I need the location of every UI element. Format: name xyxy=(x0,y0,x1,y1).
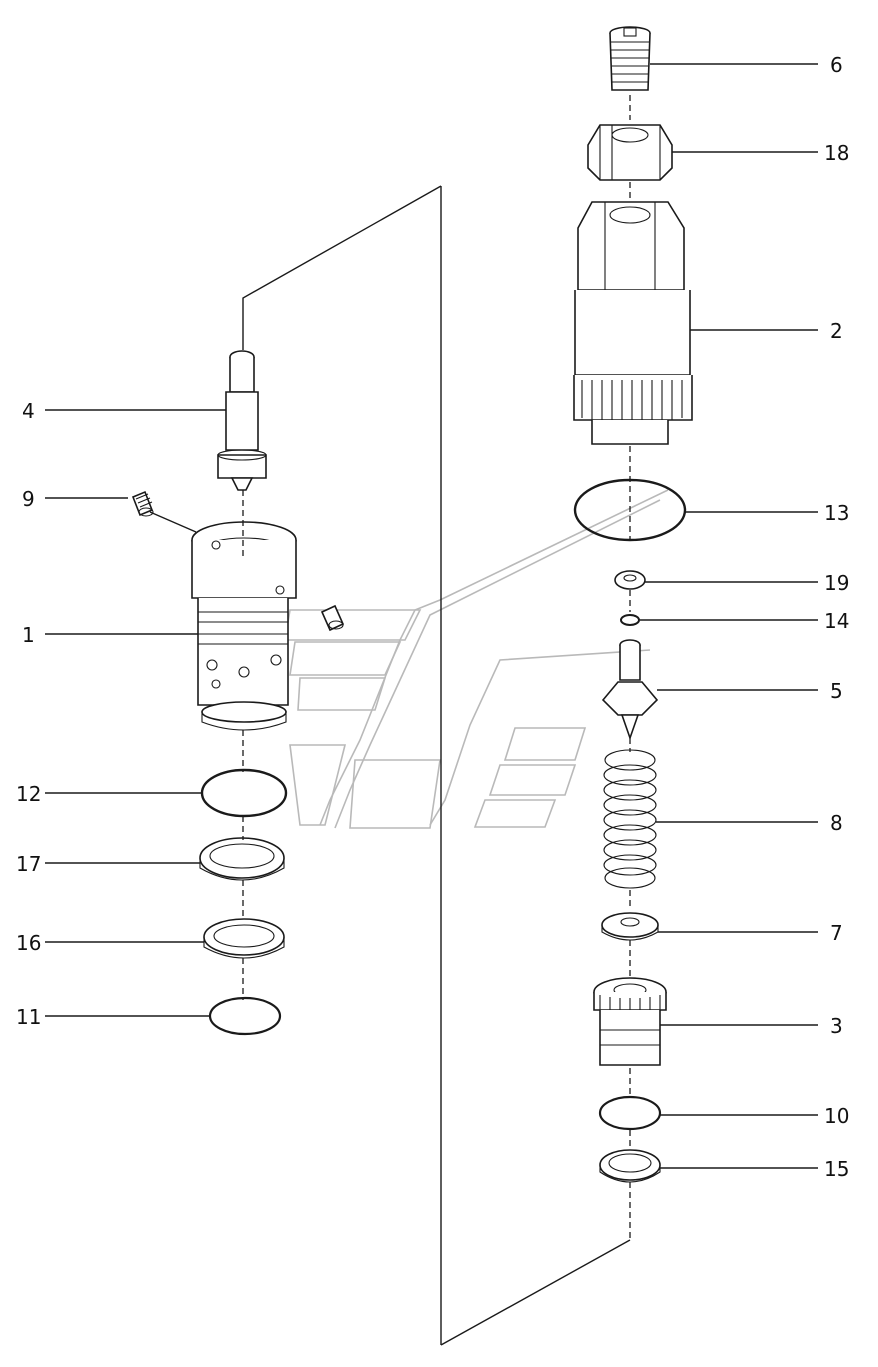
label-part-13: 13 xyxy=(824,501,849,525)
part-15-ring xyxy=(599,1149,661,1183)
part-11-o-ring xyxy=(208,996,282,1036)
part-3-adjuster xyxy=(593,977,667,1066)
label-part-14: 14 xyxy=(824,609,849,633)
part-labels: 6 18 2 13 19 14 5 8 7 3 10 15 4 9 1 12 1… xyxy=(16,53,849,1181)
label-part-17: 17 xyxy=(16,852,41,876)
part-19-washer xyxy=(614,570,646,590)
part-14-small-ring xyxy=(620,614,640,626)
label-part-10: 10 xyxy=(824,1104,849,1128)
part-8-spring xyxy=(603,749,657,889)
part-2-cap-body xyxy=(573,201,693,445)
label-part-1: 1 xyxy=(22,623,35,647)
label-part-11: 11 xyxy=(16,1005,41,1029)
part-12-o-ring xyxy=(200,768,288,818)
label-part-4: 4 xyxy=(22,399,35,423)
assembly-guide-lines xyxy=(242,185,631,1346)
part-5-poppet xyxy=(601,639,659,741)
part-4-plunger xyxy=(217,350,267,491)
label-part-12: 12 xyxy=(16,782,41,806)
set-screw-secondary xyxy=(320,604,345,632)
label-part-8: 8 xyxy=(830,811,843,835)
label-part-3: 3 xyxy=(830,1014,843,1038)
label-part-5: 5 xyxy=(830,679,843,703)
label-part-2: 2 xyxy=(830,319,843,343)
label-part-15: 15 xyxy=(824,1157,849,1181)
label-part-16: 16 xyxy=(16,931,41,955)
label-part-19: 19 xyxy=(824,571,849,595)
label-part-18: 18 xyxy=(824,141,849,165)
part-9-set-screw xyxy=(131,490,154,517)
part-1-valve-body xyxy=(191,521,297,731)
label-part-9: 9 xyxy=(22,487,35,511)
watermark-logo xyxy=(284,489,669,829)
label-part-6: 6 xyxy=(830,53,843,77)
label-part-7: 7 xyxy=(830,921,843,945)
part-18-nut xyxy=(587,124,673,181)
part-6-threaded-plug xyxy=(609,26,651,91)
leader-lines xyxy=(45,63,818,1169)
part-10-o-ring xyxy=(598,1095,662,1131)
part-7-washer xyxy=(601,912,659,941)
part-17-ring xyxy=(199,837,285,881)
part-16-ring xyxy=(203,918,285,959)
